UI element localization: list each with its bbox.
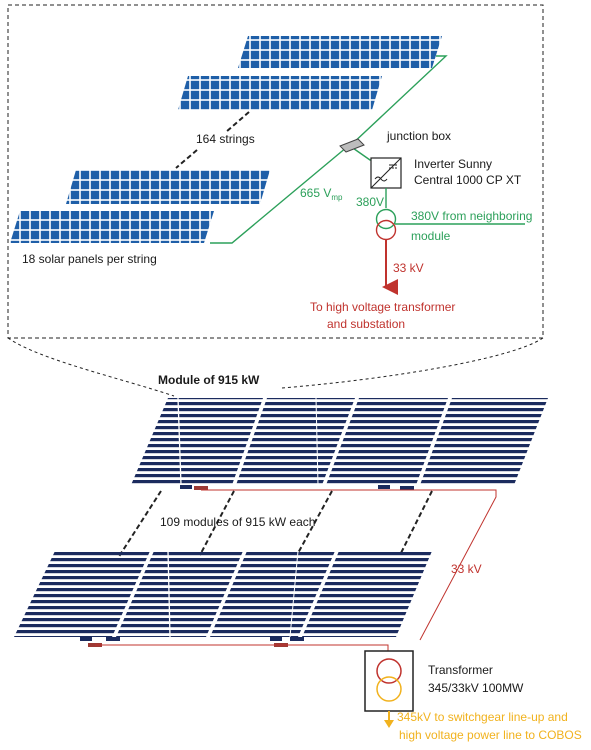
module-top-3 <box>326 398 448 485</box>
mv-cable-bottom <box>95 644 389 651</box>
inverter-icon <box>370 157 402 189</box>
mv-cable-top <box>201 489 497 641</box>
module-row-bottom <box>14 550 432 638</box>
string-wire-bottom <box>210 146 348 244</box>
module-link-dash-3 <box>296 490 333 556</box>
main-transformer-box <box>364 650 414 712</box>
output-label-line2: high voltage power line to COBOS <box>399 728 582 742</box>
transformer-label-line2: 345/33kV 100MW <box>428 681 524 695</box>
junction-box-icon <box>339 138 365 153</box>
strings-dash-upper <box>225 111 250 133</box>
module-link-dash-2 <box>199 490 235 556</box>
solar-string-3 <box>66 170 270 204</box>
strings-dash-lower <box>175 149 198 169</box>
kv33-top-label: 33 kV <box>393 261 424 275</box>
vmp-label: 665 Vmp <box>300 186 343 202</box>
module-row-top <box>131 397 548 486</box>
module-top-2 <box>236 398 355 485</box>
module-top-1 <box>131 398 263 485</box>
module-transformer-primary-icon <box>375 208 397 230</box>
panels-per-string-label: 18 solar panels per string <box>22 252 157 266</box>
zoom-connector-right <box>281 337 544 389</box>
modules-count-label: 109 modules of 915 kW each <box>160 515 315 529</box>
hv-export-arrow-icon <box>384 720 394 728</box>
module-link-dash-4 <box>399 490 433 556</box>
module-title: Module of 915 kW <box>158 373 260 387</box>
output-label-line1: 345kV to switchgear line-up and <box>397 710 568 724</box>
kv33-bottom-label: 33 kV <box>451 562 482 576</box>
neighbor-label-line2: module <box>411 229 451 243</box>
module-link-dash-1 <box>117 490 162 559</box>
strings-count-label: 164 strings <box>196 132 255 146</box>
inverter-label-line1: Inverter Sunny <box>414 157 492 171</box>
module-transformer-secondary-icon <box>375 219 397 241</box>
junction-box-label: junction box <box>386 129 451 143</box>
module-top-4 <box>420 398 548 485</box>
module-bottom-2 <box>116 551 243 637</box>
string-wire-top <box>349 55 448 147</box>
transformer-label-line1: Transformer <box>428 663 493 677</box>
neighbor-label-line1: 380V from neighboring <box>411 209 532 223</box>
detail-frame <box>7 4 544 339</box>
solar-string-2 <box>178 76 382 110</box>
module-bottom-3 <box>210 551 335 637</box>
main-transformer-primary-icon <box>376 658 402 684</box>
hv-label-line2: and substation <box>327 317 405 331</box>
solar-string-1 <box>238 36 442 68</box>
module-bottom-1 <box>14 551 150 637</box>
zoom-connector-left <box>7 337 175 397</box>
hv-label-line1: To high voltage transformer <box>310 300 455 314</box>
inverter-label-line2: Central 1000 CP XT <box>414 173 522 187</box>
module-bottom-4 <box>302 551 432 637</box>
v380-label: 380V <box>356 195 384 209</box>
main-transformer-secondary-icon <box>376 676 402 702</box>
solar-string-4 <box>10 211 214 243</box>
